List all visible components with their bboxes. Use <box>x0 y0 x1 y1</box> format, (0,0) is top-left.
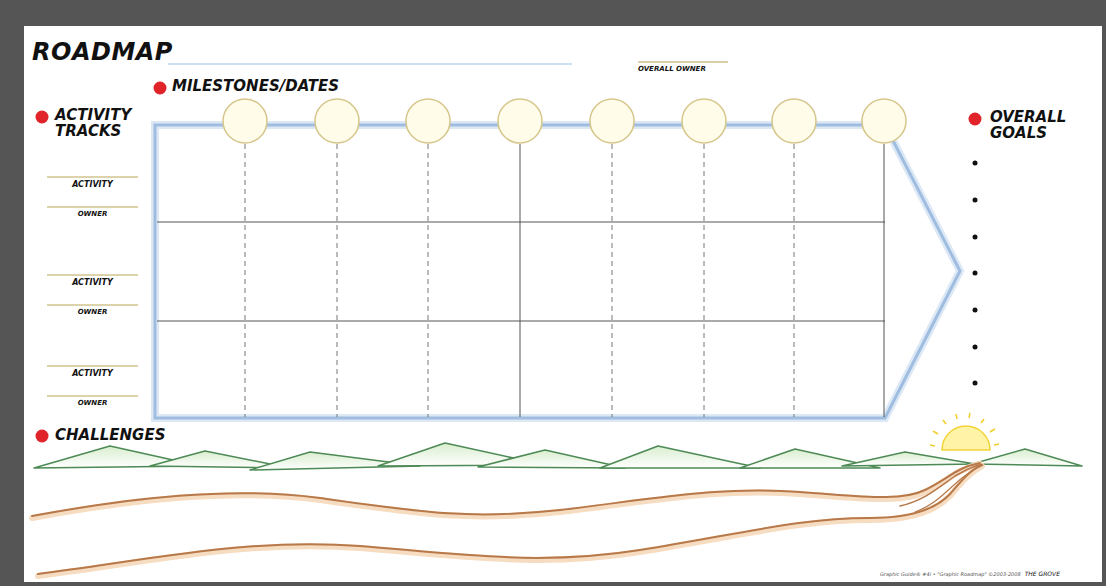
arrow-glow <box>155 125 960 418</box>
milestone-circle <box>406 99 450 143</box>
bullet <box>973 235 978 240</box>
bullet <box>973 271 978 276</box>
mountain <box>972 449 1082 466</box>
mountains <box>34 443 1082 470</box>
track-divider <box>157 222 885 223</box>
ray <box>994 444 999 445</box>
red-dot <box>154 82 167 95</box>
activity-line <box>47 365 138 367</box>
bullet <box>973 198 978 203</box>
milestone-circle <box>315 99 359 143</box>
owner-caption: OVERALL OWNER <box>638 66 728 73</box>
road-edge-shade <box>32 464 980 518</box>
milestone-circle <box>682 99 726 143</box>
bullet <box>973 161 978 166</box>
ray <box>981 419 984 423</box>
field-caption: OWNER <box>47 400 138 407</box>
track-divider <box>157 321 885 322</box>
bullet <box>973 345 978 350</box>
milestone-circles <box>223 99 906 143</box>
copyright-note: Graphic Guide® #4i • "Graphic Roadmap" ©… <box>880 572 1021 577</box>
road-edge <box>32 463 980 516</box>
owner-line <box>47 304 138 306</box>
section-heading: OVERALL GOALS <box>990 110 1090 142</box>
publisher-mark: THE GROVE <box>1025 571 1060 577</box>
road-inner-line <box>900 464 981 506</box>
milestone-circle <box>223 99 267 143</box>
ray <box>969 413 970 418</box>
section-heading: MILESTONES/DATES <box>172 79 339 95</box>
end-line <box>884 144 885 417</box>
grid <box>157 144 885 417</box>
ray <box>990 429 995 432</box>
dash-line <box>794 144 795 417</box>
ray <box>943 420 946 424</box>
owner-line <box>47 206 138 208</box>
bullet <box>973 381 978 386</box>
mountain <box>600 446 760 468</box>
owner-line <box>47 395 138 397</box>
road-edge <box>38 465 982 574</box>
goal-bullets <box>973 161 978 386</box>
milestone-circle <box>498 99 542 143</box>
dash-line <box>337 144 338 417</box>
field-caption: OWNER <box>47 309 138 316</box>
section-heading: CHALLENGES <box>55 428 165 444</box>
dash-line <box>612 144 613 417</box>
ray <box>930 445 935 446</box>
title-line <box>168 63 572 65</box>
activity-line <box>47 274 138 276</box>
sun-disc <box>942 426 990 450</box>
bullet <box>973 308 978 313</box>
field-caption: ACTIVITY <box>47 370 138 378</box>
sun-rays <box>930 413 999 446</box>
mid-line <box>520 144 521 417</box>
road-edge-shade <box>38 466 982 576</box>
field-caption: ACTIVITY <box>47 181 138 189</box>
dash-line <box>245 144 246 417</box>
sun <box>930 413 999 450</box>
red-dot <box>969 113 982 126</box>
field-caption: OWNER <box>47 211 138 218</box>
milestone-circle <box>590 99 634 143</box>
track-lines <box>47 177 138 396</box>
milestone-circle <box>772 99 816 143</box>
milestone-circle <box>862 99 906 143</box>
owner-line <box>638 61 728 63</box>
road <box>32 463 983 576</box>
ray <box>956 414 957 419</box>
road-inner-line <box>915 465 983 512</box>
sheet <box>24 26 1102 582</box>
red-dot <box>36 430 49 443</box>
ray <box>933 431 938 434</box>
mountain <box>478 450 625 468</box>
dash-line <box>428 144 429 417</box>
mountain <box>842 452 975 466</box>
milestone-dashes <box>245 144 794 417</box>
section-heading: ACTIVITY TRACKS <box>55 108 155 140</box>
dash-line <box>704 144 705 417</box>
activity-line <box>47 176 138 178</box>
arrow-frame <box>155 125 960 418</box>
roadmap-title: ROADMAP <box>32 40 173 65</box>
red-dot <box>36 111 49 124</box>
field-caption: ACTIVITY <box>47 279 138 287</box>
